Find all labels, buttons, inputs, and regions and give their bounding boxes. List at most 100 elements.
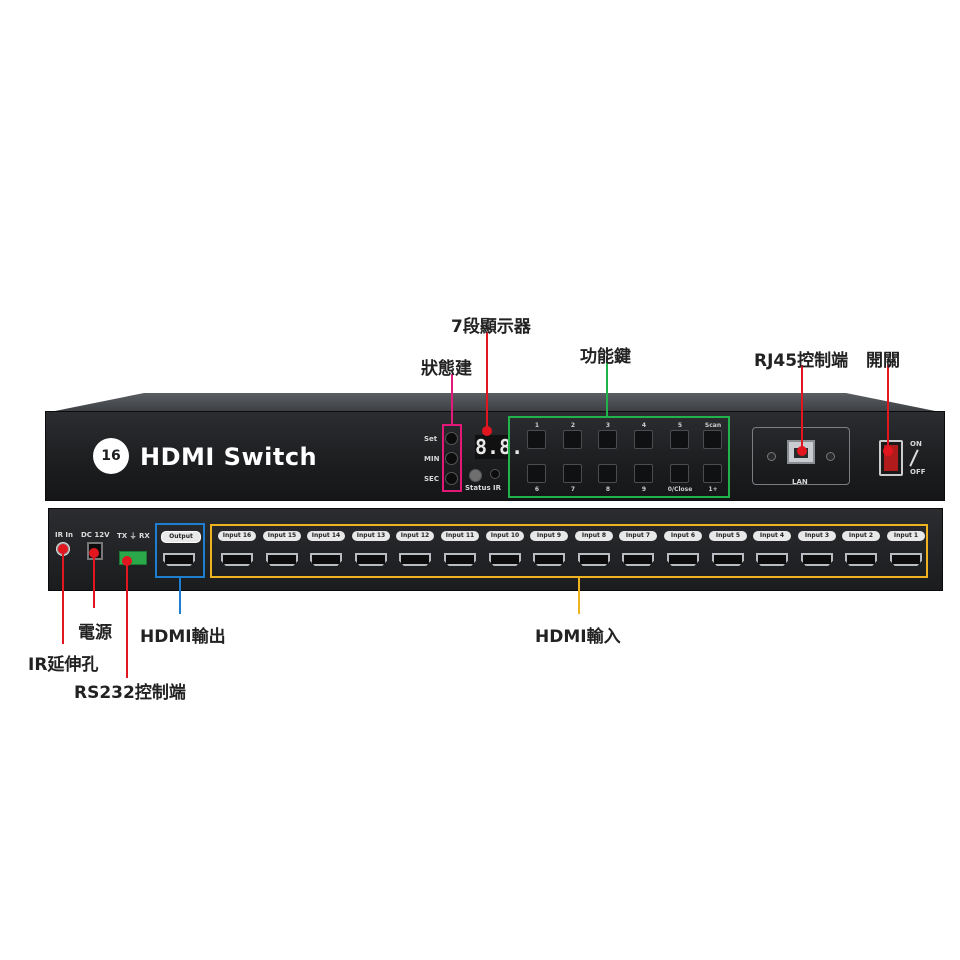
state-keys-frame bbox=[442, 424, 462, 492]
power-switch[interactable] bbox=[879, 440, 903, 476]
ir-callout-line bbox=[62, 548, 64, 644]
power-callout: 開關 bbox=[866, 351, 900, 371]
dc-callout-dot bbox=[89, 548, 99, 558]
func-key-label-bottom-4: 0/Close bbox=[667, 486, 693, 493]
display-callout-line bbox=[486, 332, 488, 432]
state-key-label-set: Set bbox=[424, 435, 438, 443]
hdmi-input-port-13[interactable] bbox=[355, 553, 387, 566]
func-key-label-top-2: 3 bbox=[605, 422, 611, 429]
func-key-top-0[interactable] bbox=[527, 430, 546, 449]
hdmi-input-label-10: Input 10 bbox=[486, 531, 524, 541]
state-key-label-min: MIN bbox=[424, 455, 440, 463]
hdmi-input-port-9[interactable] bbox=[533, 553, 565, 566]
func-key-bottom-4[interactable] bbox=[670, 464, 689, 483]
hdmi-out-callout-line bbox=[179, 578, 181, 614]
output-label: Output bbox=[161, 531, 201, 543]
func-key-top-5[interactable] bbox=[703, 430, 722, 449]
display-callout-dot bbox=[482, 426, 492, 436]
state-callout-line bbox=[451, 374, 453, 426]
hdmi-input-port-11[interactable] bbox=[444, 553, 476, 566]
func-key-label-top-0: 1 bbox=[534, 422, 540, 429]
func-key-top-4[interactable] bbox=[670, 430, 689, 449]
dc-callout-line bbox=[93, 552, 95, 608]
status-label: Status bbox=[465, 484, 491, 492]
hdmi-input-label-16: Input 16 bbox=[218, 531, 256, 541]
func-key-bottom-1[interactable] bbox=[563, 464, 582, 483]
hdmi-input-label-15: Input 15 bbox=[263, 531, 301, 541]
func-key-bottom-5[interactable] bbox=[703, 464, 722, 483]
func-key-bottom-3[interactable] bbox=[634, 464, 653, 483]
hdmi-output-frame bbox=[155, 523, 205, 578]
brand-logo: HDMI Switch bbox=[140, 443, 318, 471]
hdmi-input-port-8[interactable] bbox=[578, 553, 610, 566]
rj45-callout-dot bbox=[797, 446, 807, 456]
hdmi-input-label-9: Input 9 bbox=[530, 531, 568, 541]
hdmi-out-callout: HDMI輸出 bbox=[140, 627, 226, 647]
hdmi-input-label-14: Input 14 bbox=[307, 531, 345, 541]
hdmi-input-label-13: Input 13 bbox=[352, 531, 390, 541]
rj45-callout: RJ45控制端 bbox=[754, 351, 849, 371]
func-key-top-1[interactable] bbox=[563, 430, 582, 449]
state-key-sec[interactable] bbox=[445, 472, 458, 485]
power-off-label: OFF bbox=[910, 468, 926, 476]
state-key-min[interactable] bbox=[445, 452, 458, 465]
power-callout-line bbox=[887, 365, 889, 453]
hdmi-input-port-1[interactable] bbox=[890, 553, 922, 566]
hdmi-input-port-4[interactable] bbox=[756, 553, 788, 566]
func-key-label-top-4: 5 bbox=[677, 422, 683, 429]
hdmi-inputs-frame bbox=[210, 524, 928, 578]
hdmi-in-callout: HDMI輸入 bbox=[535, 627, 621, 647]
hdmi-output-port[interactable] bbox=[163, 553, 195, 566]
hdmi-input-label-2: Input 2 bbox=[842, 531, 880, 541]
state-key-set[interactable] bbox=[445, 432, 458, 445]
func-key-top-2[interactable] bbox=[598, 430, 617, 449]
hdmi-input-label-11: Input 11 bbox=[441, 531, 479, 541]
seven-segment-display: 8.8. bbox=[475, 435, 524, 459]
display-callout: 7段顯示器 bbox=[451, 317, 531, 337]
hdmi-input-port-12[interactable] bbox=[399, 553, 431, 566]
hdmi-input-port-5[interactable] bbox=[712, 553, 744, 566]
hdmi-input-label-1: Input 1 bbox=[887, 531, 925, 541]
front-panel-top bbox=[45, 393, 945, 413]
ir-label: IR bbox=[493, 484, 501, 492]
function-keys-frame bbox=[508, 416, 730, 498]
ir-sensor bbox=[490, 469, 500, 479]
hdmi-input-port-3[interactable] bbox=[801, 553, 833, 566]
func-key-label-bottom-1: 7 bbox=[570, 486, 576, 493]
hdmi-input-label-7: Input 7 bbox=[619, 531, 657, 541]
rs232-label: TX ⏚ RX bbox=[117, 532, 150, 540]
power-callout-dot bbox=[883, 446, 893, 456]
func-key-label-top-3: 4 bbox=[641, 422, 647, 429]
func-callout-line bbox=[606, 362, 608, 418]
func-key-label-bottom-0: 6 bbox=[534, 486, 540, 493]
status-led bbox=[469, 469, 482, 482]
rs232-callout-line bbox=[126, 560, 128, 678]
hdmi-input-label-4: Input 4 bbox=[753, 531, 791, 541]
state-key-label-sec: SEC bbox=[424, 475, 439, 483]
ir-callout: IR延伸孔 bbox=[28, 655, 99, 675]
rs232-callout: RS232控制端 bbox=[74, 683, 186, 703]
hdmi-input-port-14[interactable] bbox=[310, 553, 342, 566]
func-key-label-bottom-3: 9 bbox=[641, 486, 647, 493]
func-key-bottom-0[interactable] bbox=[527, 464, 546, 483]
hdmi-input-port-7[interactable] bbox=[622, 553, 654, 566]
func-key-top-3[interactable] bbox=[634, 430, 653, 449]
func-key-label-bottom-5: 1+ bbox=[708, 486, 718, 493]
rj45-callout-line bbox=[801, 365, 803, 453]
hdmi-input-label-5: Input 5 bbox=[709, 531, 747, 541]
hdmi-input-port-10[interactable] bbox=[489, 553, 521, 566]
dc-label: DC 12V bbox=[81, 531, 110, 539]
lan-screw-left bbox=[767, 452, 776, 461]
hdmi-input-port-15[interactable] bbox=[266, 553, 298, 566]
dc-callout: 電源 bbox=[78, 623, 112, 643]
rs232-callout-dot bbox=[122, 556, 132, 566]
hdmi-input-label-6: Input 6 bbox=[664, 531, 702, 541]
hdmi-in-callout-line bbox=[578, 578, 580, 614]
state-callout: 狀態建 bbox=[421, 359, 472, 379]
power-on-label: ON bbox=[910, 440, 922, 448]
func-key-bottom-2[interactable] bbox=[598, 464, 617, 483]
hdmi-input-port-16[interactable] bbox=[221, 553, 253, 566]
logo-badge: 16 bbox=[93, 438, 129, 474]
hdmi-input-port-6[interactable] bbox=[667, 553, 699, 566]
hdmi-input-port-2[interactable] bbox=[845, 553, 877, 566]
